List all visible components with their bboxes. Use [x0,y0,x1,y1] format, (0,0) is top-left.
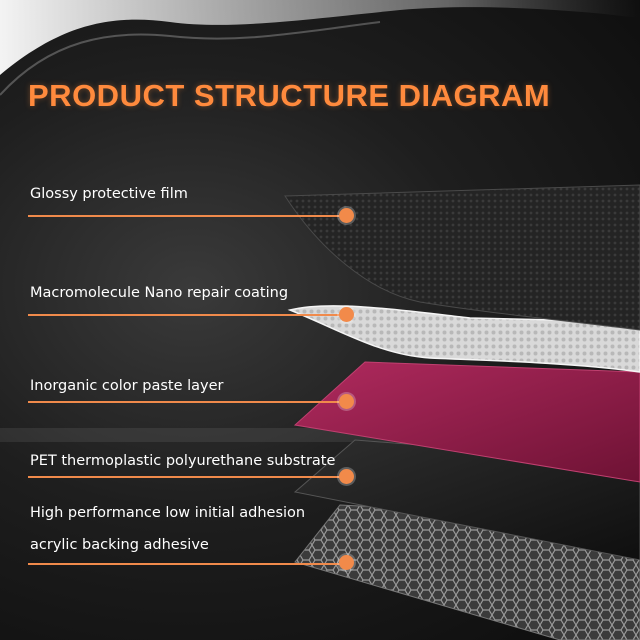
marker-dot [339,208,354,223]
layer-label-adhesive-line1: High performance low initial adhesion [30,505,306,521]
color-paste-layer [293,361,640,483]
marker-dot [339,307,354,322]
marker-dot [339,555,354,570]
protective-film-layer [284,184,640,331]
marker-dot [339,469,354,484]
layer-label-nano-coating: Macromolecule Nano repair coating [30,285,289,301]
leader-line [28,476,346,478]
leader-line [28,401,346,403]
marker-dot [339,394,354,409]
layer-label-protective-film: Glossy protective film [30,186,188,202]
page-title: PRODUCT STRUCTURE DIAGRAM [28,78,551,113]
leader-line [28,563,346,565]
layer-label-adhesive-line2: acrylic backing adhesive [30,537,209,553]
nano-coating-layer [287,305,640,373]
layer-label-pet-substrate: PET thermoplastic polyurethane substrate [30,453,336,469]
top-swoosh-decoration [0,0,640,75]
leader-line [28,215,346,217]
layer-label-color-paste: Inorganic color paste layer [30,378,224,394]
leader-line [28,314,346,316]
